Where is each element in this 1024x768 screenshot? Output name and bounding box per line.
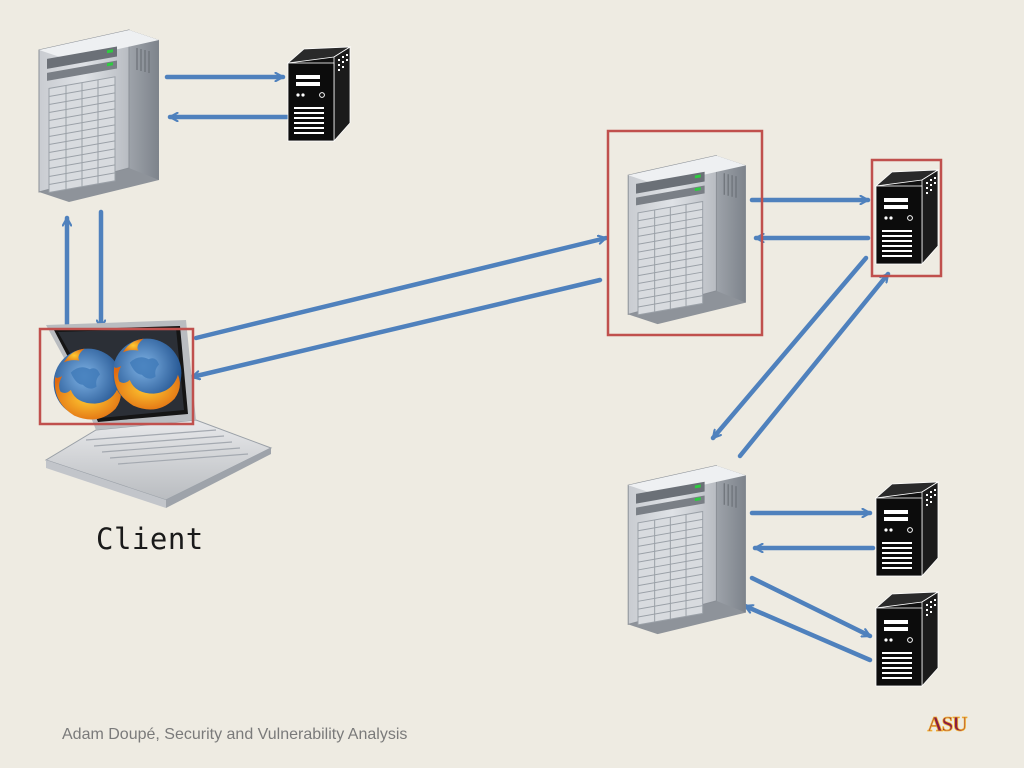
- database-server-1-icon: [287, 46, 351, 142]
- arrows: [67, 77, 891, 663]
- database-server-3-icon: [875, 481, 939, 577]
- footer-text: Adam Doupé, Security and Vulnerability A…: [62, 726, 408, 743]
- highlight-database-server-2: [870, 158, 943, 278]
- highlight-client-browser: [38, 327, 195, 426]
- web-server-2-icon: [627, 154, 747, 325]
- arrow-db2-to-server3: [710, 255, 869, 441]
- arrow-server3-to-db4: [749, 575, 873, 639]
- database-server-4-icon: [875, 591, 939, 687]
- client-label: Client: [96, 522, 204, 556]
- arrow-server3-to-db2: [737, 271, 891, 459]
- asu-logo: ASU: [927, 712, 969, 735]
- web-server-3-icon: [627, 464, 747, 635]
- arrow-server2-to-client: [189, 277, 603, 377]
- arrow-client-to-server2: [193, 238, 609, 341]
- firefox-icon-1: [53, 348, 123, 420]
- arrow-db4-to-server3: [742, 603, 873, 663]
- database-server-2-icon: [875, 169, 939, 265]
- svg-text:ASU: ASU: [927, 712, 967, 735]
- web-server-1-icon: [38, 29, 160, 203]
- highlight-web-server-2: [606, 129, 764, 337]
- highlight-boxes: [38, 129, 943, 426]
